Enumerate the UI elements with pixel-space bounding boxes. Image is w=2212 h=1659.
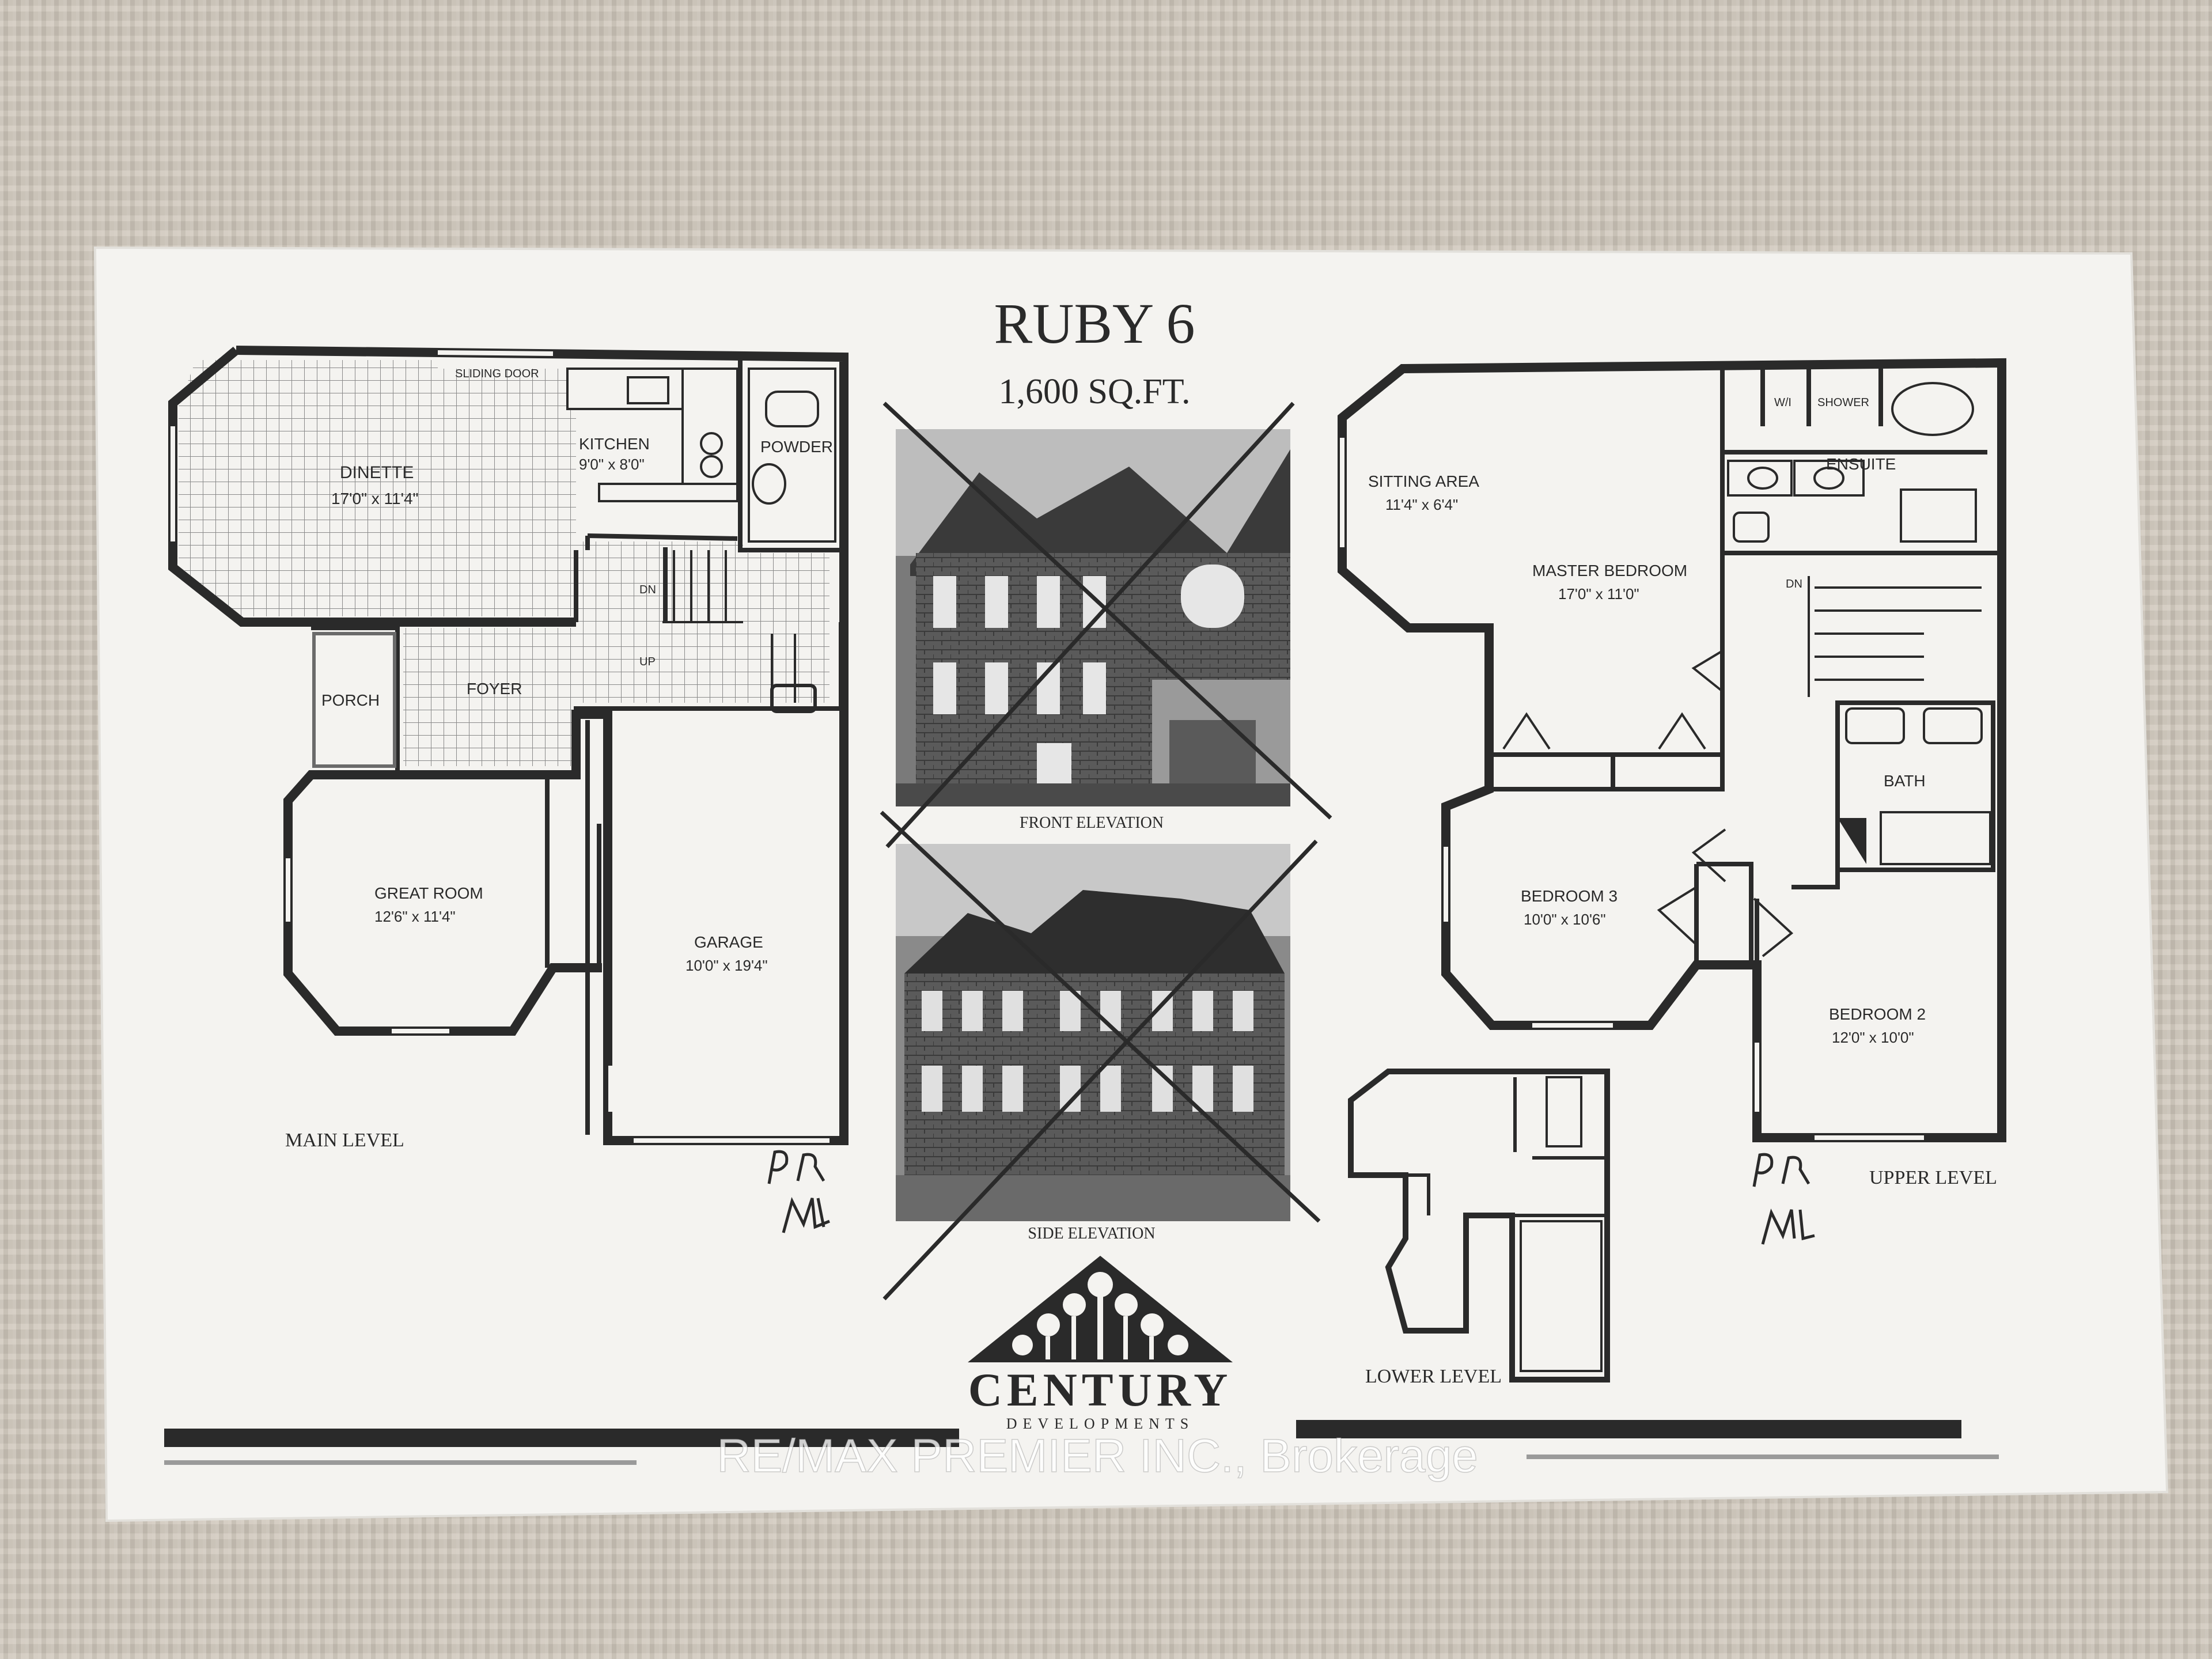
stair-up-label: UP <box>639 656 656 668</box>
kitchen-dimension: 9'0" x 8'0" <box>579 456 645 473</box>
wic-label: W/I <box>1774 396 1791 409</box>
footer-bar-right <box>1296 1420 1961 1438</box>
sliding-door-label: SLIDING DOOR <box>455 368 539 380</box>
bedroom2-dimension: 12'0" x 10'0" <box>1832 1029 1914 1046</box>
logo-name: CENTURY <box>968 1363 1233 1416</box>
handwritten-initials-main <box>767 1150 830 1233</box>
stair-dn-label: DN <box>639 584 656 596</box>
foyer-label: FOYER <box>467 680 522 698</box>
hall-floor <box>576 553 830 703</box>
ensuite-label: ENSUITE <box>1826 455 1896 473</box>
logo-sub: DEVELOPMENTS <box>1006 1415 1195 1432</box>
plan-area: 1,600 SQ.FT. <box>998 372 1190 411</box>
bedroom2-label: BEDROOM 2 <box>1829 1005 1926 1023</box>
plan-title: RUBY 6 <box>994 291 1195 355</box>
bedroom3-label: BEDROOM 3 <box>1521 887 1618 905</box>
foyer-floor <box>403 628 576 766</box>
main-level-plan: SLIDING DOOR DINETTE 17'0" x 11'4" KITCH… <box>168 346 849 1151</box>
main-level-label: MAIN LEVEL <box>285 1130 404 1151</box>
great-room-dimension: 12'6" x 11'4" <box>374 908 456 925</box>
lower-level-label: LOWER LEVEL <box>1365 1366 1502 1387</box>
porch-label: PORCH <box>321 691 380 709</box>
fine-print <box>164 1455 1999 1465</box>
shower-label: SHOWER <box>1817 396 1869 409</box>
garage-label: GARAGE <box>694 933 763 951</box>
footer-bar-left <box>164 1429 959 1447</box>
elevation-cross-out-marks <box>880 402 1332 1301</box>
garage-dimension: 10'0" x 19'4" <box>685 957 768 974</box>
master-bedroom-label: MASTER BEDROOM <box>1532 562 1687 579</box>
master-bedroom-dimension: 17'0" x 11'0" <box>1558 585 1639 603</box>
dinette-west-wall <box>168 346 576 627</box>
upper-level-label: UPPER LEVEL <box>1869 1167 1997 1188</box>
main-exterior-wall <box>236 346 849 1145</box>
bedroom3-dimension: 10'0" x 10'6" <box>1524 911 1606 928</box>
front-elevation-label: FRONT ELEVATION <box>1020 814 1164 832</box>
bath-label: BATH <box>1884 772 1926 790</box>
front-elevation-image <box>896 429 1290 806</box>
handwritten-initials-upper <box>1752 1153 1815 1245</box>
sitting-area-label: SITTING AREA <box>1368 472 1479 490</box>
dinette-dimension: 17'0" x 11'4" <box>331 490 418 507</box>
side-elevation-label: SIDE ELEVATION <box>1028 1225 1155 1243</box>
upper-stair-dn-label: DN <box>1786 578 1802 590</box>
sitting-area-dimension: 11'4" x 6'4" <box>1385 496 1458 513</box>
lower-level-plan <box>1348 1069 1610 1382</box>
porch-area <box>312 632 396 768</box>
brokerage-watermark: RE/MAX PREMIER INC., Brokerage <box>717 1430 1478 1482</box>
powder-label: POWDER <box>760 438 833 456</box>
kitchen-label: KITCHEN <box>579 435 650 453</box>
upper-level-plan: SITTING AREA 11'4" x 6'4" MASTER BEDROOM… <box>1338 358 2006 1188</box>
century-logo: CENTURY DEVELOPMENTS <box>968 1256 1233 1432</box>
dinette-label: DINETTE <box>340 463 414 482</box>
side-elevation-image <box>896 844 1290 1221</box>
great-room-label: GREAT ROOM <box>374 884 483 902</box>
